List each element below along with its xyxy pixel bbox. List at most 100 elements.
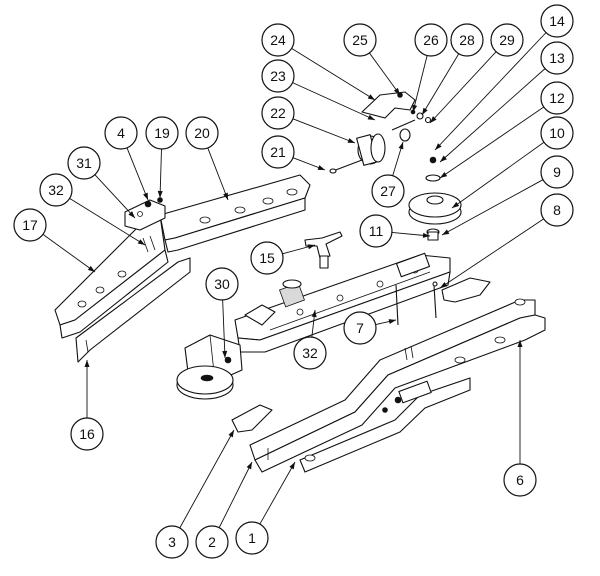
leader-arrowhead: [412, 104, 418, 112]
roller-face: [370, 133, 386, 163]
callout-circle: [540, 116, 574, 150]
callout-circle: [343, 311, 377, 345]
callout-32: 32: [39, 173, 146, 246]
center-hole: [296, 308, 304, 316]
callout-circle: [293, 336, 327, 370]
callout-circle: [540, 193, 574, 227]
callout-number: 30: [214, 276, 230, 292]
callout-16: 16: [70, 360, 104, 451]
leader-line: [292, 82, 376, 121]
leader-line: [218, 461, 253, 528]
leader-line: [292, 118, 356, 144]
wheel-hub: [200, 374, 214, 382]
bracket-31: [124, 199, 166, 231]
leader-arrowhead: [367, 94, 375, 100]
leader-arrowhead: [128, 211, 135, 218]
leader-arrowhead: [422, 232, 430, 238]
left-frame-rail: [54, 174, 311, 363]
callout-number: 6: [516, 472, 524, 488]
callout-circle: [540, 4, 574, 38]
rail-mark: [85, 339, 89, 353]
bracket-hole: [137, 211, 143, 217]
callout-21: 21: [261, 135, 326, 171]
leader-arrowhead: [398, 142, 404, 150]
rail-part-1-lower: [299, 377, 471, 473]
callout-number: 19: [154, 125, 170, 141]
callout-number: 32: [302, 345, 318, 361]
callout-circle: [261, 96, 295, 130]
callout-circle: [261, 23, 295, 57]
callout-13: 13: [439, 41, 574, 163]
hinge-nut: [382, 407, 388, 413]
callout-number: 20: [194, 125, 210, 141]
callout-circle: [343, 23, 377, 57]
leader-arrowhead: [393, 87, 400, 95]
caster-hub: [426, 195, 444, 205]
washer-27: [399, 128, 411, 142]
callout-17: 17: [13, 208, 96, 273]
rail-hole: [286, 188, 298, 196]
callout-number: 14: [549, 13, 565, 29]
center-hole: [376, 280, 384, 288]
callout-27: 27: [371, 141, 405, 208]
callout-26: 26: [412, 23, 448, 113]
leader-arrowhead: [317, 165, 325, 170]
callout-31: 31: [67, 146, 136, 219]
callout-2: 2: [195, 461, 253, 559]
callout-number: 1: [248, 530, 256, 546]
callout-number: 31: [76, 155, 92, 171]
callout-number: 24: [270, 32, 286, 48]
leader-line: [222, 299, 226, 359]
leader-arrowhead: [452, 201, 460, 208]
callout-circle: [540, 155, 574, 189]
callout-circle: [359, 214, 393, 248]
callout-6: 6: [503, 340, 537, 497]
rail-hole: [454, 356, 466, 364]
callout-32: 32: [293, 309, 327, 370]
bolt-23: [391, 119, 416, 131]
callout-circle: [13, 208, 47, 242]
leader-arrowhead: [311, 310, 317, 318]
leader-line: [421, 53, 460, 116]
callout-circle: [414, 23, 448, 57]
handle-stem: [319, 255, 329, 269]
callout-28: 28: [421, 23, 484, 116]
callout-circle: [261, 135, 295, 169]
rail-part-20-lower: [164, 197, 306, 253]
leader-line: [69, 198, 146, 246]
callout-circle: [185, 116, 219, 150]
nut-29: [424, 116, 432, 124]
leader-line: [126, 147, 149, 201]
callout-number: 11: [369, 223, 384, 239]
callout-29: 29: [429, 23, 524, 124]
leader-arrowhead: [307, 244, 315, 250]
callout-circle: [104, 116, 138, 150]
pin: [404, 347, 408, 361]
callout-24: 24: [261, 23, 376, 101]
roller-hardware: [329, 91, 432, 174]
callout-number: 7: [356, 320, 364, 336]
rail-hole: [234, 206, 246, 214]
leader-line: [439, 68, 546, 163]
pin-32b: [149, 235, 156, 251]
left-bracket-assembly: [124, 197, 166, 253]
front-bracket-wheel: [176, 304, 276, 400]
leader-arrowhead: [367, 114, 375, 120]
callout-number: 32: [48, 182, 64, 198]
callout-circle: [155, 525, 189, 559]
leader-arrowhead: [435, 143, 442, 150]
callout-circle: [450, 23, 484, 57]
callout-circle: [39, 173, 73, 207]
leader-line: [179, 429, 235, 529]
callout-number: 21: [270, 144, 286, 160]
rail-hole: [77, 300, 87, 308]
leader-arrowhead: [222, 350, 228, 358]
leader-arrowhead: [430, 116, 437, 123]
callout-23: 23: [261, 59, 376, 121]
callout-circle: [145, 116, 179, 150]
callout-circle: [490, 23, 524, 57]
callout-number: 4: [117, 125, 125, 141]
leader-arrowhead: [143, 192, 148, 200]
hinge-bolt: [394, 396, 402, 404]
